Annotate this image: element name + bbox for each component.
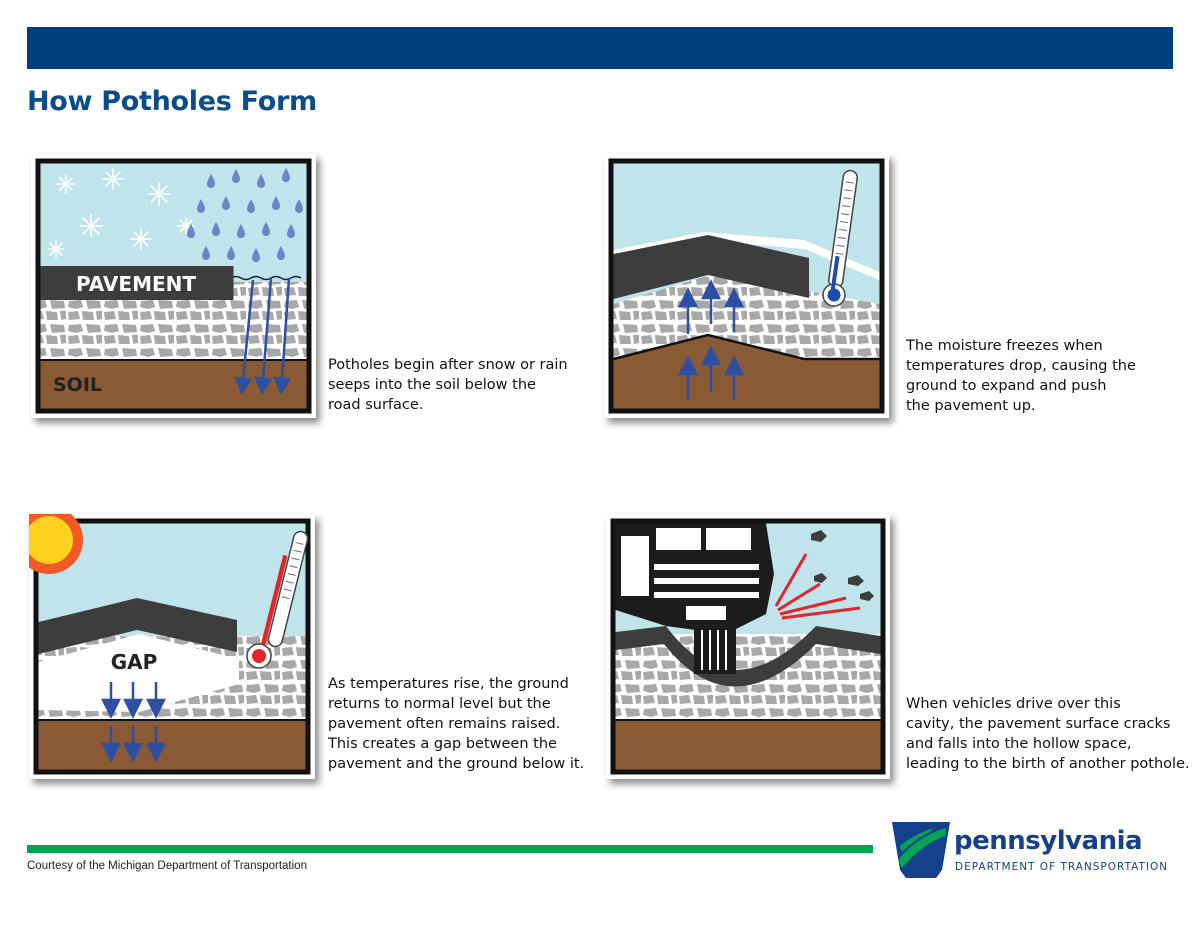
step3-illustration: GAP	[29, 514, 315, 779]
thermometer-cold-icon	[822, 169, 858, 307]
courtesy-text: Courtesy of the Michigan Department of T…	[27, 860, 307, 872]
snowflake-icon	[47, 168, 195, 258]
soil-label: SOIL	[53, 374, 102, 396]
sun-icon	[29, 514, 83, 574]
vehicle-icon	[615, 523, 774, 674]
step3-caption: As temperatures rise, the ground returns…	[328, 676, 585, 772]
penndot-logo: pennsylvania DEPARTMENT OF TRANSPORTATIO…	[890, 820, 1167, 882]
logo-subtitle: DEPARTMENT OF TRANSPORTATION	[955, 861, 1169, 873]
down-arrow-icon	[233, 277, 292, 395]
logo-wordmark: pennsylvania	[954, 826, 1143, 856]
raindrop-icon	[187, 168, 303, 262]
step4-caption: When vehicles drive over this cavity, th…	[906, 696, 1190, 772]
thermometer-hot-icon	[246, 530, 309, 669]
step1-illustration: PAVEMENT SOIL	[31, 154, 316, 418]
header-bar	[27, 27, 1173, 69]
gap-label: GAP	[111, 650, 158, 674]
down-arrow-icon	[100, 682, 167, 763]
step1-caption: Potholes begin after snow or rain seeps …	[328, 357, 568, 413]
step4-illustration	[606, 514, 890, 779]
pavement-label: PAVEMENT	[76, 272, 196, 296]
debris-icon	[774, 530, 874, 620]
page-title: How Potholes Form	[27, 86, 317, 117]
footer-bar	[27, 845, 873, 853]
step2-caption: The moisture freezes when temperatures d…	[906, 338, 1136, 414]
keystone-icon	[892, 822, 950, 878]
step2-illustration	[604, 154, 889, 418]
up-arrow-icon	[677, 279, 745, 400]
